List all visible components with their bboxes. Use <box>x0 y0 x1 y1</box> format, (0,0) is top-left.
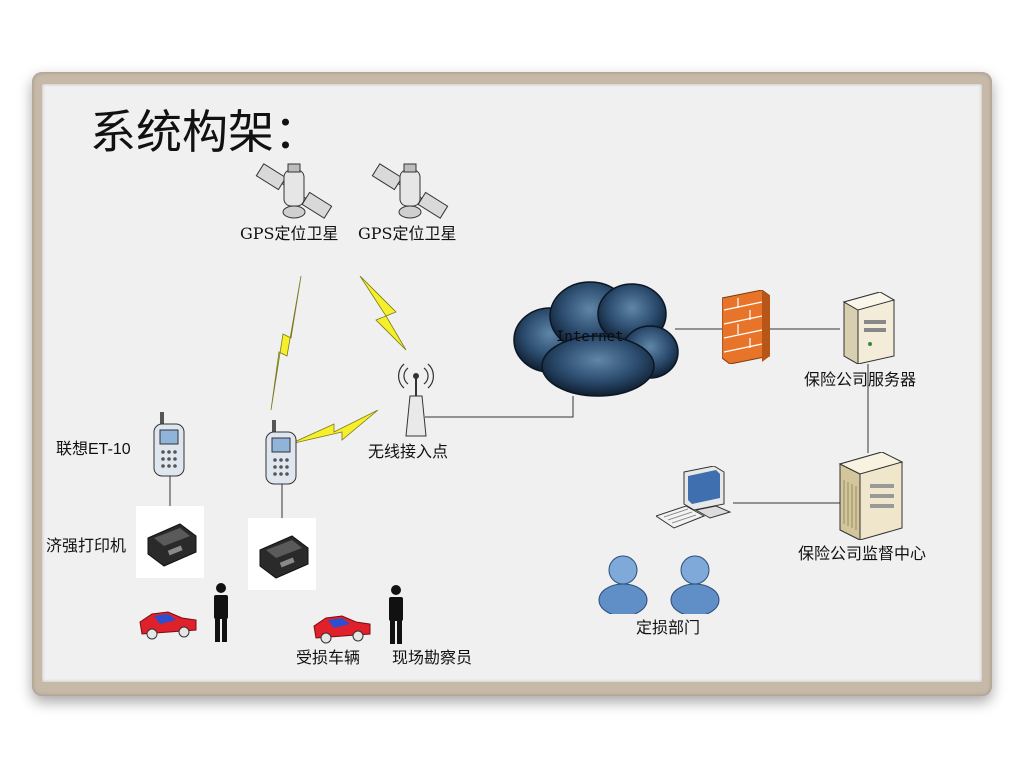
lightning-icon <box>290 410 379 445</box>
lightning-icon <box>270 276 302 410</box>
ap-to-internet-link <box>425 396 574 418</box>
car-icon <box>139 611 197 640</box>
supervision-center-label: 保险公司监督中心 <box>798 544 927 563</box>
person-icon <box>670 555 720 614</box>
device-label: 联想ET-10 <box>56 441 131 458</box>
server-icon <box>838 452 904 540</box>
person-icon <box>214 583 228 642</box>
surveyor-label: 现场勘察员 <box>392 648 473 667</box>
person-icon <box>389 585 403 644</box>
internet-label: Internet <box>556 329 624 345</box>
cloud-icon <box>513 281 679 397</box>
server-icon <box>842 292 896 364</box>
printer-label: 济强打印机 <box>46 536 127 555</box>
mobile-device-icon <box>265 420 297 485</box>
satellite-label: GPS定位卫星 <box>358 224 457 243</box>
lightning-icon <box>359 276 407 351</box>
page-title: 系统构架： <box>90 105 320 159</box>
server-label: 保险公司服务器 <box>804 370 917 389</box>
satellite-icon <box>255 163 333 219</box>
computer-icon <box>656 466 732 529</box>
loss-dept-label: 定损部门 <box>636 618 701 637</box>
firewall-icon <box>722 290 770 364</box>
car-icon <box>313 615 371 644</box>
person-icon <box>598 555 648 614</box>
mobile-device-icon <box>153 412 185 477</box>
printer-icon <box>259 535 309 579</box>
satellite-icon <box>371 163 449 219</box>
printer-icon <box>147 523 197 567</box>
wireless-ap-label: 无线接入点 <box>368 442 449 461</box>
vehicle-label: 受损车辆 <box>296 648 361 667</box>
satellite-label: GPS定位卫星 <box>240 224 339 243</box>
diagram-panel <box>42 84 982 682</box>
antenna-icon <box>398 363 434 437</box>
